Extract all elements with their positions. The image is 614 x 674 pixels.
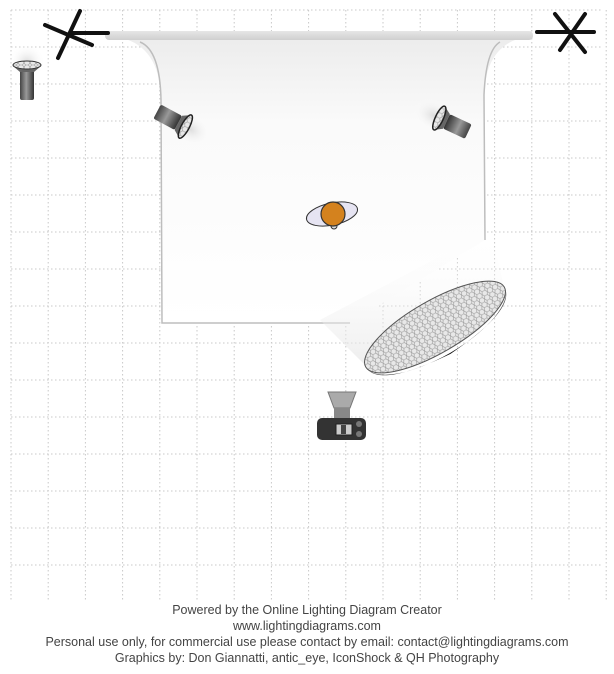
spotlight-right bbox=[412, 98, 472, 139]
footer-title: Powered by the Online Lighting Diagram C… bbox=[172, 603, 442, 617]
footer-credits: Graphics by: Don Giannatti, antic_eye, I… bbox=[114, 651, 500, 665]
footer-url[interactable]: www.lightingdiagrams.com bbox=[233, 619, 381, 633]
backdrop-stand-right bbox=[535, 12, 596, 54]
backdrop-stand-left bbox=[43, 9, 110, 60]
lighting-diagram-canvas bbox=[9, 9, 607, 600]
background-light bbox=[9, 44, 45, 100]
beauty-dish bbox=[320, 230, 507, 376]
footer-license: Personal use only, for commercial use pl… bbox=[45, 635, 569, 649]
camera bbox=[317, 391, 366, 440]
spotlight-left bbox=[154, 105, 212, 147]
subject bbox=[305, 201, 359, 230]
